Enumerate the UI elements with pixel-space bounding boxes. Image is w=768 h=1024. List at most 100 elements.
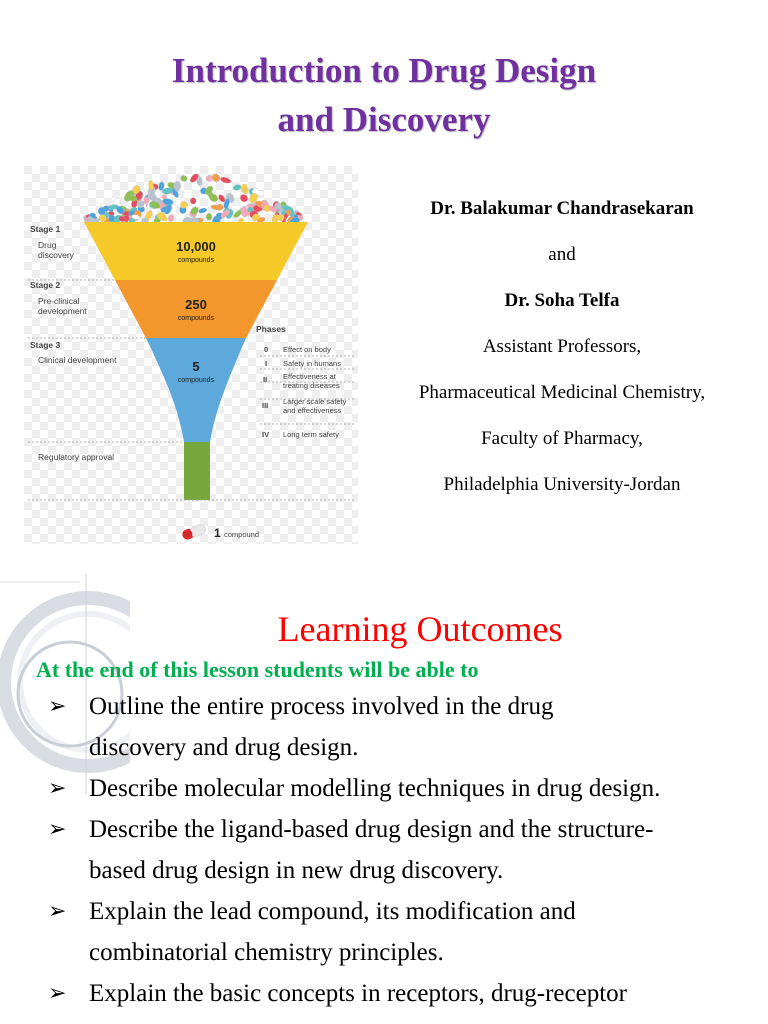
pill [108, 214, 115, 223]
final-count: 1 [214, 526, 221, 540]
outcome-item: ➢ Outline the entire process involved in … [48, 686, 768, 768]
pill [167, 214, 175, 222]
pill [241, 206, 248, 218]
phase-0-num: 0 [264, 345, 268, 354]
author-line: Assistant Professors, [482, 336, 642, 357]
pill [249, 192, 258, 204]
slide-title: Introduction to Drug Design and Discover… [0, 46, 768, 144]
pill [220, 177, 232, 184]
pill [160, 206, 167, 213]
phase-2-text-1: Effectiveness at [283, 372, 337, 381]
pill [118, 215, 126, 222]
pill [210, 204, 220, 211]
pill [98, 214, 107, 222]
author-line: Dr. Soha Telfa [504, 290, 620, 311]
pill [158, 181, 165, 191]
stage2-compounds: compounds [178, 315, 215, 322]
stage2-desc-2: development [38, 306, 87, 316]
phase-3-num: III [262, 401, 268, 410]
pill [209, 193, 219, 202]
outcome-text-line-2: combinatorial chemistry principles. [89, 939, 444, 966]
phase-4-num: IV [262, 430, 269, 439]
title-line-1: Introduction to Drug Design [171, 51, 597, 90]
stage-separators [28, 279, 354, 501]
pill [171, 187, 179, 198]
pill [220, 209, 230, 219]
pill [161, 187, 173, 195]
author-line: Pharmaceutical Medicinal Chemistry, [418, 382, 706, 403]
pill [173, 181, 181, 192]
stage2-funnel-segment [115, 280, 277, 338]
pill [148, 180, 154, 191]
phase-0-text: Effect on body [283, 345, 331, 354]
stage1-count: 10,000 [176, 239, 216, 254]
pill [97, 207, 106, 215]
pill [190, 197, 197, 205]
stage3-count: 5 [192, 359, 199, 374]
arrow-bullet-icon: ➢ [48, 981, 67, 1006]
arrow-bullet-icon: ➢ [48, 899, 67, 924]
pill [223, 198, 230, 210]
pill [211, 173, 221, 182]
capsule-icon [182, 524, 206, 540]
pill [149, 201, 161, 209]
title-slide: Introduction to Drug Design and Discover… [0, 46, 768, 544]
stage1-funnel-segment [84, 222, 308, 280]
pill [268, 205, 277, 213]
pill [240, 194, 248, 203]
stage2-desc-1: Pre-clinical [38, 296, 80, 306]
pill [218, 194, 226, 203]
phases-label: Phases [256, 324, 286, 334]
learning-outcomes-title: Learning Outcomes [277, 609, 563, 649]
outcome-text-line-1: Describe molecular modelling techniques … [89, 775, 661, 802]
pill [272, 214, 281, 220]
pill [180, 201, 187, 209]
stage2-count: 250 [185, 297, 207, 312]
pill [190, 206, 199, 215]
title-line-2: and Discovery [277, 100, 491, 139]
pill [136, 200, 145, 208]
pill [131, 214, 141, 220]
learning-outcomes-lead: At the end of this lesson students will … [36, 657, 479, 682]
arrow-bullet-icon: ➢ [48, 817, 67, 842]
author-line: Faculty of Pharmacy, [481, 428, 643, 449]
arrow-bullet-icon: ➢ [48, 776, 67, 801]
phase-1-text: Safety in humans [283, 359, 341, 368]
phase-1-num: I [265, 359, 267, 368]
outcome-text-line-2: based drug design in new drug discovery. [89, 857, 504, 884]
pill [205, 175, 213, 182]
final-compound: compound [224, 530, 259, 539]
learning-outcomes-list: ➢ Outline the entire process involved in … [48, 686, 768, 1014]
stage1-desc-1: Drug [38, 240, 57, 250]
outcome-text-line-1: Outline the entire process involved in t… [89, 693, 554, 720]
stage1-label: Stage 1 [30, 224, 61, 234]
pill [127, 194, 138, 202]
pill [156, 212, 166, 220]
pill [147, 193, 157, 201]
phase-2-num: II [263, 375, 267, 384]
arrow-bullet-icon: ➢ [48, 694, 67, 719]
pill [233, 184, 242, 191]
outcome-item: ➢ Describe molecular modelling techniques… [48, 768, 768, 809]
phase-3-text-2: and effectiveness [283, 406, 341, 415]
author-line: and [548, 244, 576, 265]
phase-4-text: Long term safety [283, 430, 339, 439]
pill [108, 204, 119, 210]
pill [132, 185, 141, 194]
outcome-text-line-1: Explain the basic concepts in receptors,… [89, 980, 627, 1007]
pill [190, 173, 199, 183]
pill [143, 196, 150, 204]
outcome-text-line-1: Explain the lead compound, its modificat… [89, 898, 576, 925]
outcome-item: ➢ Explain the lead compound, its modifica… [48, 891, 768, 973]
author-line: Dr. Balakumar Chandrasekaran [430, 198, 694, 219]
learning-outcomes-slide: Learning Outcomes At the end of this les… [0, 574, 768, 1024]
pill [240, 183, 248, 192]
drug-discovery-funnel: Stage 1 Drug discovery Stage 2 Pre-clini… [24, 166, 358, 544]
stage1-desc-2: discovery [38, 250, 75, 260]
stage1-compounds: compounds [178, 257, 215, 264]
pill [196, 176, 203, 186]
stage3-desc: Clinical development [38, 355, 117, 365]
pill [198, 207, 207, 214]
pill [205, 185, 213, 195]
